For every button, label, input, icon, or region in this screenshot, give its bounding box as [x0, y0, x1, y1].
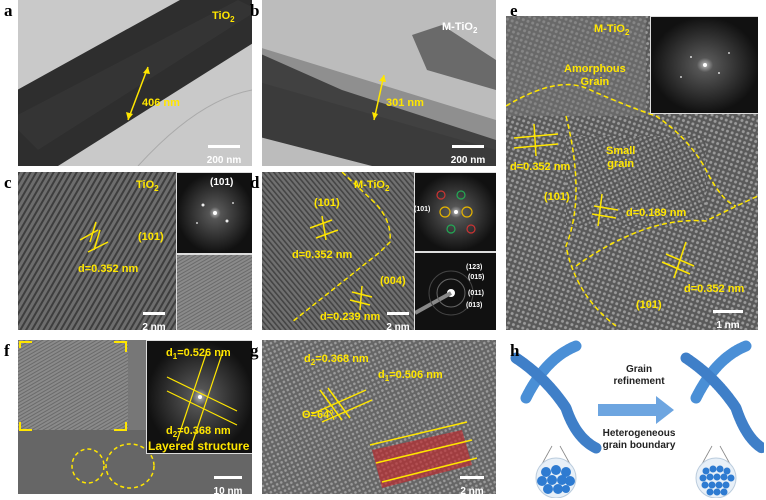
spacing-label-d1: d=0.352 nm	[292, 249, 353, 261]
panel-label-b: b	[250, 1, 260, 20]
fft-plane-label-c: (101)	[210, 177, 234, 188]
plane-label-d2: (004)	[380, 275, 406, 287]
diameter-label-a: 406 nm	[142, 97, 180, 109]
caption-f: Layered structure	[148, 439, 250, 453]
scale-bar-d: 2 nm	[380, 312, 416, 330]
scale-bar-g: 2 nm	[454, 476, 490, 494]
panel-label-f: f	[4, 341, 10, 360]
fft-plane-label-d: (101)	[414, 206, 431, 213]
scale-bar-e: 1 nm	[710, 310, 746, 330]
scale-bar-a: 200 nm	[204, 145, 244, 166]
sample-label-c: TiO2	[136, 179, 159, 194]
sample-label-d: M-TiO2	[354, 179, 390, 194]
panel-f: d1=0.526 nm d2=0.368 nm Layered structur…	[18, 340, 252, 494]
hrtem-image-e	[506, 16, 758, 330]
saed-label-2: (015)	[468, 274, 485, 281]
panel-label-a: a	[4, 1, 13, 20]
panel-label-g: g	[250, 341, 259, 360]
sample-label-b: M-TiO2	[442, 21, 478, 36]
d1-label-g: d1=0.506 nm	[378, 369, 443, 384]
fft-inset-d	[414, 172, 496, 252]
d2-label-g: d2=0.368 nm	[304, 353, 369, 368]
saed-label-1: (123)	[466, 264, 483, 271]
d2-label-f: d2=0.368 nm	[166, 425, 231, 440]
plane-label-e-bottom: (101)	[636, 299, 662, 311]
panel-label-c: c	[4, 173, 12, 192]
diameter-label-b: 301 nm	[386, 97, 424, 109]
saed-label-3: (011)	[468, 290, 484, 297]
hrtem-image-g	[262, 340, 496, 494]
angle-label-g: Θ=64°	[302, 409, 334, 421]
spacing-label-e3: d=0.352 nm	[684, 283, 745, 295]
spacing-label-d2: d=0.239 nm	[320, 311, 381, 323]
spacing-label-e2: d=0.189 nm	[626, 207, 687, 219]
tem-image-a	[18, 0, 252, 166]
panel-g: d2=0.368 nm d1=0.506 nm Θ=64° 2 nm	[262, 340, 496, 494]
fft-inset-e	[650, 16, 758, 114]
plane-label-c: (101)	[138, 231, 164, 243]
plane-label-d1: (101)	[314, 197, 340, 209]
panel-b: M-TiO2 301 nm 200 nm	[262, 0, 496, 166]
plane-label-e: (101)	[544, 191, 570, 203]
panel-c: TiO2 (101) (101) d=0.352 nm 2 nm	[18, 172, 252, 330]
saed-inset-d	[414, 252, 496, 330]
sample-label-e: M-TiO2	[594, 23, 630, 38]
fft-inset-c	[176, 172, 252, 254]
saed-label-4: (013)	[466, 302, 483, 309]
panel-label-h: h	[510, 341, 520, 360]
panel-label-e: e	[510, 1, 518, 20]
scale-bar-f: 10 nm	[208, 476, 248, 494]
scale-bar-c: 2 nm	[136, 312, 172, 330]
spacing-label-c: d=0.352 nm	[78, 263, 139, 275]
d1-label-f: d1=0.526 nm	[166, 347, 231, 362]
sample-label-a: TiO2	[212, 10, 235, 25]
filtered-inset-c	[176, 254, 252, 330]
panel-label-d: d	[250, 173, 260, 192]
tem-image-b	[262, 0, 496, 166]
scale-bar-b: 200 nm	[448, 145, 488, 166]
panel-d: M-TiO2 (101) d=0.352 nm (004) d=0.239 nm…	[262, 172, 496, 330]
schematic-h	[510, 340, 764, 498]
spacing-label-e1: d=0.352 nm	[510, 161, 571, 173]
panel-a: TiO2 406 nm 200 nm	[18, 0, 252, 166]
fft-inset-f	[146, 340, 252, 454]
